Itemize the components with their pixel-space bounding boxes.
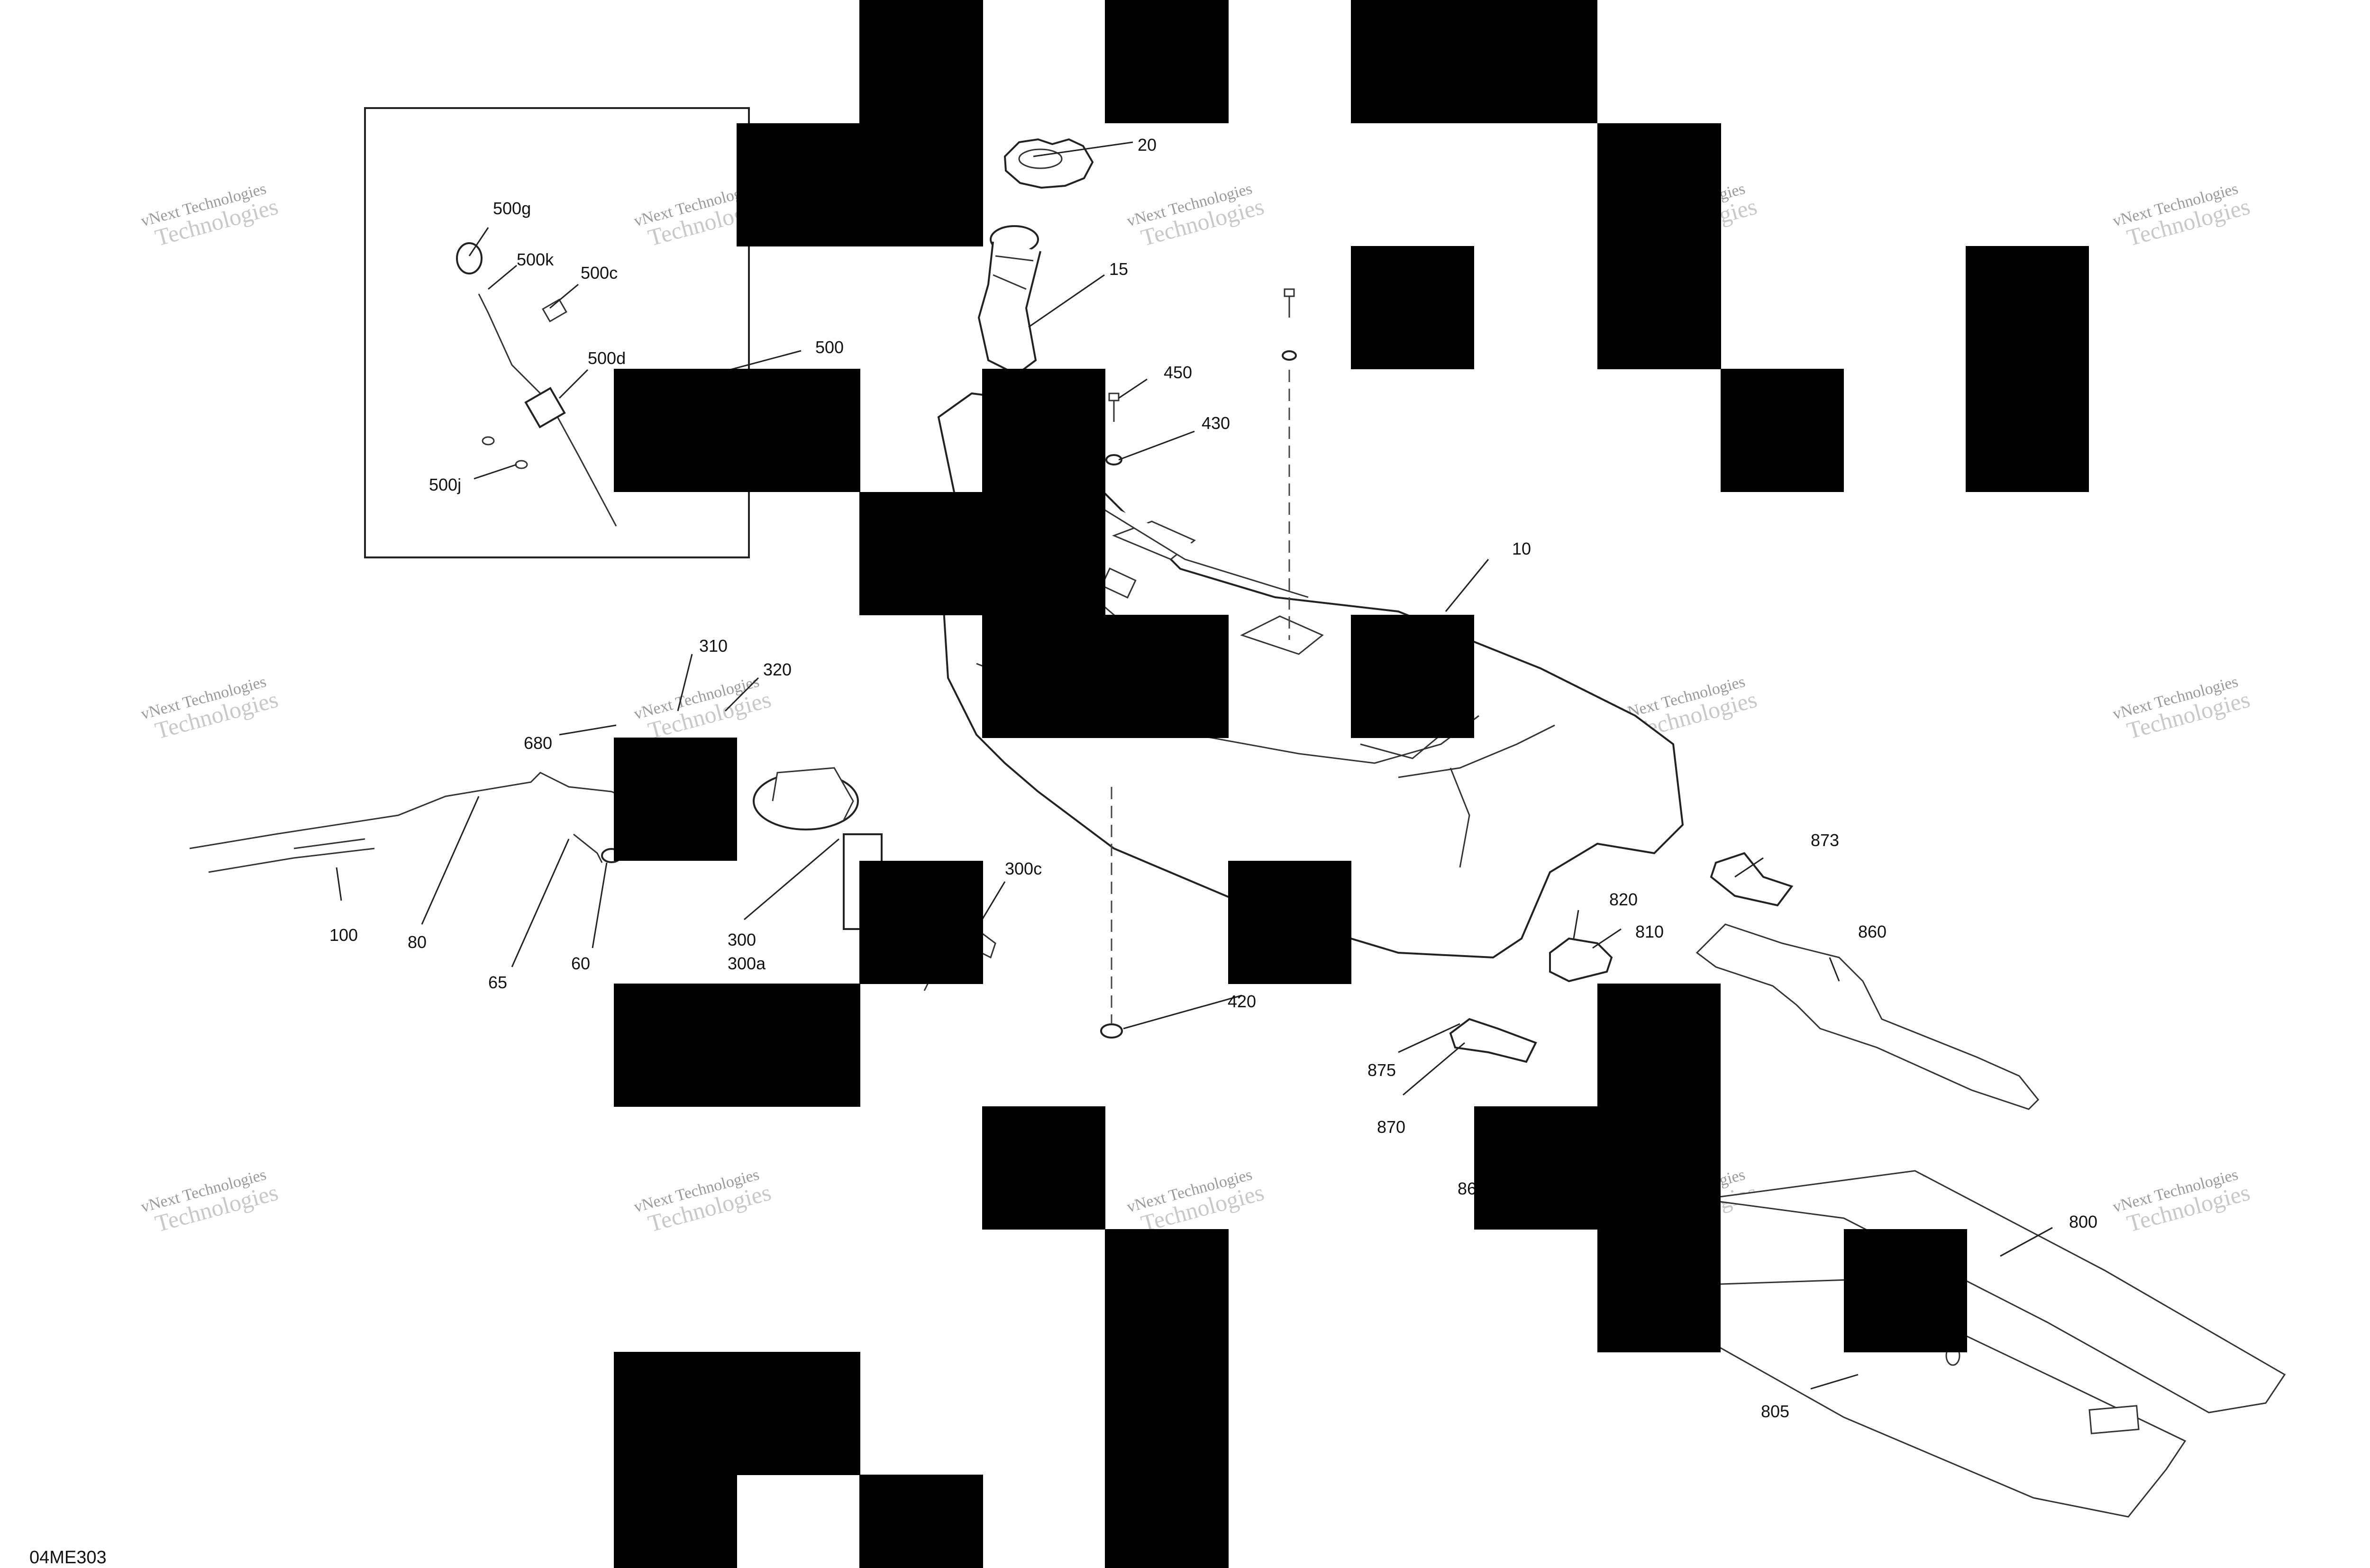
- callout-875: 875: [1367, 1060, 1396, 1080]
- leader-lines: [336, 141, 2053, 1390]
- callout-86x: 86: [1458, 1179, 1477, 1198]
- washer-430: [1105, 454, 1122, 465]
- strap-860: [1695, 923, 2040, 1110]
- washer-upper: [1282, 350, 1297, 361]
- callout-500k: 500k: [517, 250, 554, 269]
- redaction-blocks: [614, 0, 2089, 1568]
- callout-100: 100: [329, 925, 358, 945]
- callout-310: 310: [699, 636, 728, 656]
- inset-hose-part: [456, 242, 617, 527]
- callout-500j: 500j: [429, 475, 461, 494]
- callout-820: 820: [1609, 890, 1638, 909]
- bolt-upper: [1284, 288, 1295, 318]
- callout-300: 300: [728, 930, 756, 949]
- callout-873: 873: [1811, 830, 1839, 850]
- callout-500d: 500d: [588, 348, 626, 368]
- heat-shield-part: [1691, 1170, 2286, 1518]
- diagram-code: 04ME303: [29, 1548, 107, 1568]
- callout-60: 60: [571, 954, 590, 973]
- rubber-mount-420: [1100, 1023, 1123, 1039]
- callout-430: 430: [1202, 413, 1230, 433]
- callout-10: 10: [1512, 539, 1531, 558]
- filler-neck-part: [977, 225, 1041, 376]
- callout-320: 320: [763, 660, 792, 679]
- callout-500: 500: [815, 337, 844, 357]
- callout-500c: 500c: [581, 263, 618, 283]
- callout-800: 800: [2069, 1212, 2097, 1231]
- detail-inset-frame: [364, 107, 750, 558]
- callout-420: 420: [1228, 992, 1256, 1011]
- fuel-tank-part: [937, 392, 1684, 959]
- bracket-870: [1449, 1018, 1537, 1063]
- callout-80: 80: [408, 932, 427, 952]
- callout-labels: 20 15 500 500g 500k 500c 500d 500j 450 4…: [329, 135, 2097, 1421]
- callout-810: 810: [1635, 922, 1664, 941]
- callout-450: 450: [1164, 363, 1192, 382]
- callout-300c: 300c: [1005, 859, 1042, 878]
- callout-870: 870: [1377, 1117, 1405, 1137]
- callout-500g: 500g: [493, 199, 531, 218]
- callout-15: 15: [1109, 259, 1128, 279]
- callout-20: 20: [1138, 135, 1157, 155]
- callout-860: 860: [1858, 922, 1887, 941]
- fuel-cap-part: [1003, 138, 1094, 189]
- bracket-873: [1710, 852, 1794, 907]
- callout-805: 805: [1761, 1402, 1789, 1421]
- callout-680: 680: [524, 733, 552, 753]
- bolt-450: [1108, 392, 1120, 422]
- bracket-810: [1549, 937, 1613, 983]
- callout-65: 65: [488, 973, 507, 992]
- callout-300a: 300a: [728, 954, 766, 973]
